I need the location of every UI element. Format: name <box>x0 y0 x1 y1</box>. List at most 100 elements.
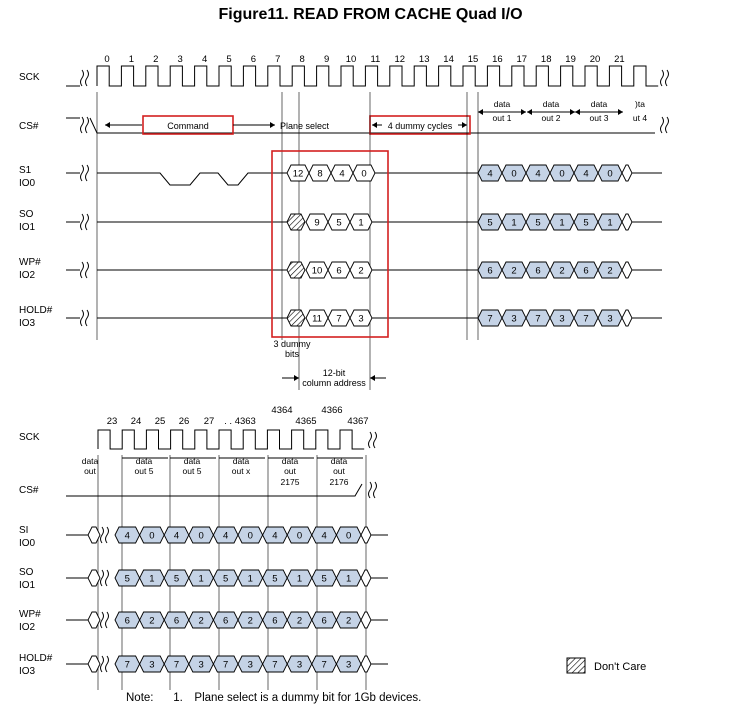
data-out-header-line3: 2176 <box>330 477 349 487</box>
data-out-header-line1: data <box>282 456 299 466</box>
data-bit-label: 2 <box>149 616 154 627</box>
clock-number: 10 <box>346 54 357 65</box>
clock-number: 19 <box>565 54 576 65</box>
arrow-head <box>270 122 275 128</box>
data-out-header-line2: out <box>333 466 345 476</box>
break-mark <box>100 611 104 629</box>
bus-continuation <box>87 526 101 544</box>
data-out-header-line1: data <box>82 456 99 466</box>
break-mark <box>85 213 89 231</box>
legend-label: Don't Care <box>594 661 647 673</box>
data-bit-label: 5 <box>321 574 326 585</box>
break-mark <box>100 655 104 673</box>
break-mark <box>80 69 84 87</box>
cs-rise-waveform <box>66 483 363 497</box>
data-bit-label: 1 <box>607 218 612 229</box>
data-bit-label: 0 <box>198 531 203 542</box>
data-bit-label: 3 <box>149 660 154 671</box>
data-bit-label: 1 <box>559 218 564 229</box>
clock-number: 6 <box>251 54 256 65</box>
address-bit-label: 7 <box>336 314 341 325</box>
dont-care-hatched-cell <box>286 261 306 279</box>
data-bit-label: 5 <box>272 574 277 585</box>
data-bit-label: 2 <box>607 266 612 277</box>
break-mark <box>85 164 89 182</box>
clock-number: 17 <box>517 54 528 65</box>
data-out-header-line1: data <box>233 456 250 466</box>
data-bit-label: 3 <box>607 314 612 325</box>
break-mark <box>665 69 669 87</box>
clock-number: 24 <box>131 416 142 427</box>
signal-label-io3: HOLD# <box>19 305 53 316</box>
arrow-head <box>527 109 532 115</box>
clock-number: 7 <box>275 54 280 65</box>
data-bit-label: 5 <box>125 574 130 585</box>
data-bit-label: 6 <box>487 266 492 277</box>
dont-care-hatched-cell <box>286 213 306 231</box>
clock-number: 12 <box>395 54 406 65</box>
note-text: Plane select is a dummy bit for 1Gb devi… <box>194 692 422 704</box>
data-bit-label: 2 <box>346 616 351 627</box>
address-bit-label: 1 <box>358 218 363 229</box>
data-bit-label: 0 <box>511 169 516 180</box>
data-bit-label: 1 <box>346 574 351 585</box>
data-bit-label: 7 <box>535 314 540 325</box>
break-mark <box>105 611 109 629</box>
address-highlight-box <box>271 150 389 338</box>
data-bit-label: 2 <box>511 266 516 277</box>
break-mark <box>85 261 89 279</box>
arrow-head <box>478 109 483 115</box>
data-bit-label: 1 <box>297 574 302 585</box>
hatched-box-icon <box>566 657 586 674</box>
clock-number: 2 <box>153 54 158 65</box>
break-mark <box>85 309 89 327</box>
dont-care-hatched-cell <box>286 309 306 327</box>
arrow-head <box>372 122 377 128</box>
clock-number: 27 <box>204 416 215 427</box>
data-out-header-line2: out 5 <box>183 466 202 476</box>
data-out-header-line1: data <box>184 456 201 466</box>
data-bit-label: 1 <box>198 574 203 585</box>
data-bit-label: 0 <box>607 169 612 180</box>
clock-number: 15 <box>468 54 479 65</box>
bus-continuation <box>621 213 633 231</box>
bus-continuation <box>360 655 372 673</box>
sck-clock-waveform <box>96 65 659 87</box>
break-mark <box>665 116 669 134</box>
note-prefix: Note: <box>126 692 154 704</box>
data-bit-label: 2 <box>198 616 203 627</box>
data-out-header-line1: data <box>591 99 608 109</box>
note-number: 1. <box>173 692 183 704</box>
signal-label-io1: SO <box>19 567 34 578</box>
signal-label-io0: SI <box>19 525 28 536</box>
bus-continuation <box>621 261 633 279</box>
address-bit-label: 3 <box>358 314 363 325</box>
dummy-cycles-label: 4 dummy cycles <box>388 121 453 131</box>
address-bit-label: 0 <box>361 169 366 180</box>
clock-number: 11 <box>370 54 380 65</box>
signal-label-sck: SCK <box>19 72 40 83</box>
data-bit-label: 3 <box>297 660 302 671</box>
signal-label-io3: IO3 <box>19 318 36 329</box>
bus-continuation <box>360 611 372 629</box>
break-mark <box>660 116 664 134</box>
data-out-header-line3: 2175 <box>281 477 300 487</box>
address-bit-label: 12 <box>293 169 304 180</box>
data-out-header-line1: data <box>136 456 153 466</box>
clock-number: 0 <box>104 54 109 65</box>
data-bit-label: 7 <box>174 660 179 671</box>
arrow-head <box>370 375 375 381</box>
data-bit-label: 6 <box>535 266 540 277</box>
data-bit-label: 4 <box>223 531 228 542</box>
signal-label-cs: CS# <box>19 121 39 132</box>
data-bit-label: 4 <box>535 169 540 180</box>
clock-number: 4367 <box>347 416 368 427</box>
break-mark <box>368 431 372 449</box>
signal-label-io2: WP# <box>19 609 41 620</box>
break-mark <box>80 213 84 231</box>
clock-number: 9 <box>324 54 329 65</box>
data-bit-label: 6 <box>272 616 277 627</box>
address-bit-label: 2 <box>358 266 363 277</box>
arrow-head <box>462 122 467 128</box>
data-out-header-line1: data <box>494 99 511 109</box>
